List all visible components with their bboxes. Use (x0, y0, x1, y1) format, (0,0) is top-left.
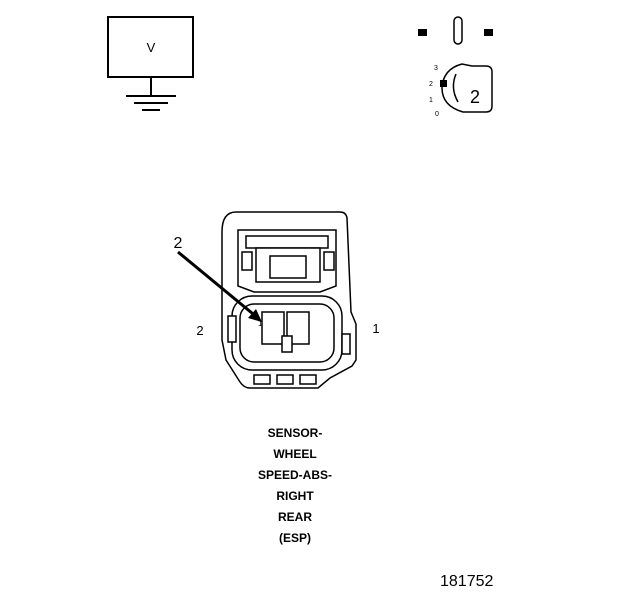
pin-label-right: 1 (372, 321, 379, 336)
caption-line: REAR (277, 510, 312, 524)
caption-line: SENSOR- (267, 426, 323, 440)
figure-number: 181752 (440, 573, 494, 590)
voltmeter-label: V (147, 40, 156, 55)
caption-line: (ESP) (278, 531, 311, 545)
connector-housing (221, 211, 357, 389)
key-label: 2 (470, 87, 480, 107)
callout-number: 2 (174, 235, 183, 252)
component-caption: SENSOR- WHEEL SPEED-ABS- RIGHT REAR (ESP… (195, 423, 395, 549)
caption-line: SPEED-ABS- (257, 468, 332, 482)
caption-line: WHEEL (273, 447, 317, 461)
key-position-1: 1 (429, 97, 433, 104)
ignition-key-icon (418, 16, 493, 113)
inner-pin-label: 1 (258, 319, 263, 328)
key-position-2: 2 (429, 81, 433, 88)
voltmeter-symbol (107, 16, 194, 111)
key-position-3: 3 (434, 65, 438, 72)
caption-line: RIGHT (276, 489, 314, 503)
callout-arrow (177, 250, 262, 322)
pin-label-left: 2 (196, 323, 203, 338)
key-position-0: 0 (435, 111, 439, 118)
